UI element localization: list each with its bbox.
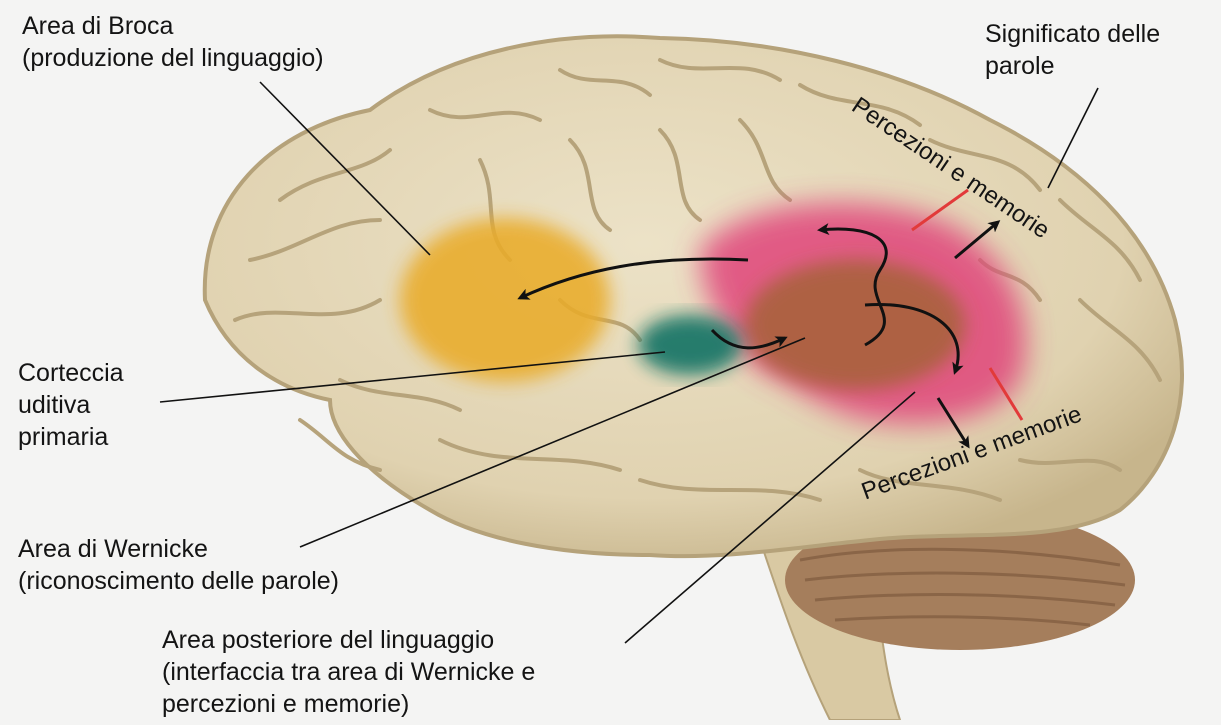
label-auditory-cortex: Corteccia uditiva primaria	[18, 357, 124, 453]
label-meaning-line2: parole	[985, 50, 1160, 82]
label-auditory-line1: Corteccia	[18, 357, 124, 389]
label-posterior-desc2: percezioni e memorie)	[162, 688, 535, 720]
auditory-cortex-area	[638, 315, 742, 375]
wernicke-area	[745, 260, 965, 390]
label-wernicke-desc: (riconoscimento delle parole)	[18, 565, 339, 597]
label-wernicke: Area di Wernicke (riconoscimento delle p…	[18, 533, 339, 597]
label-broca: Area di Broca (produzione del linguaggio…	[22, 10, 324, 74]
label-meaning-line1: Significato delle	[985, 18, 1160, 50]
label-broca-desc: (produzione del linguaggio)	[22, 42, 324, 74]
label-auditory-line2: uditiva	[18, 389, 124, 421]
label-posterior: Area posteriore del linguaggio (interfac…	[162, 624, 535, 720]
broca-area	[400, 218, 610, 382]
label-broca-title: Area di Broca	[22, 10, 324, 42]
label-word-meaning: Significato delle parole	[985, 18, 1160, 82]
label-auditory-line3: primaria	[18, 421, 124, 453]
label-wernicke-title: Area di Wernicke	[18, 533, 339, 565]
label-posterior-desc1: (interfaccia tra area di Wernicke e	[162, 656, 535, 688]
label-posterior-title: Area posteriore del linguaggio	[162, 624, 535, 656]
